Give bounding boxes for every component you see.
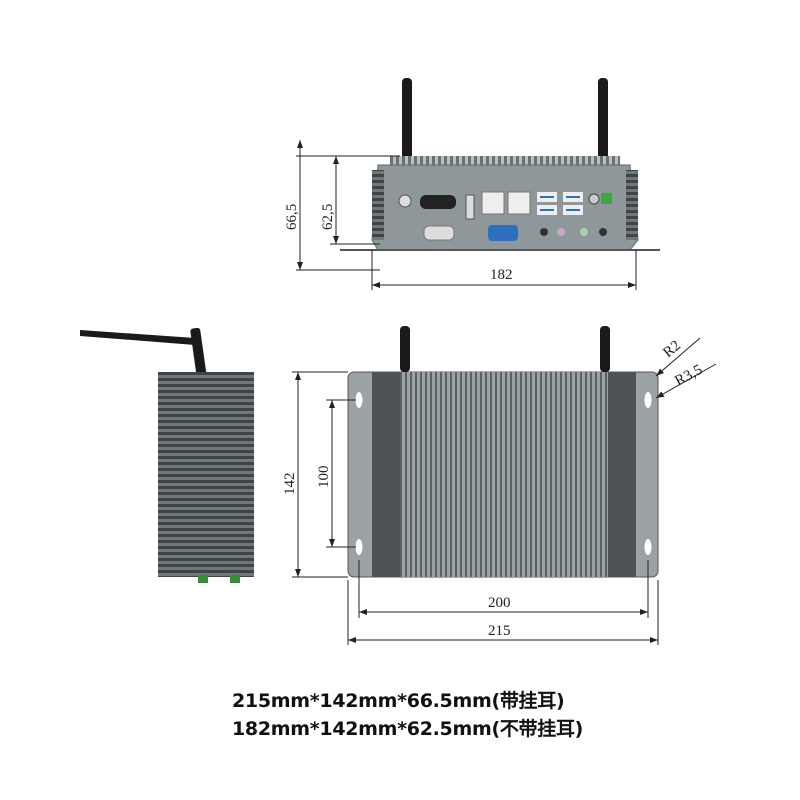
antenna-folded: [80, 330, 195, 345]
usb-port: [540, 196, 554, 198]
antenna-left: [400, 326, 410, 372]
svg-text:62,5: 62,5: [320, 204, 336, 230]
svg-text:142: 142: [282, 473, 298, 496]
caption-with-ears: 215mm*142mm*66.5mm(带挂耳): [232, 690, 565, 712]
front-view: [340, 78, 660, 251]
svg-text:66,5: 66,5: [284, 204, 300, 230]
mount-hole: [355, 392, 363, 408]
svg-text:R3,5: R3,5: [672, 362, 705, 390]
lan-port-2: [507, 191, 531, 215]
serial-port-com: [420, 195, 456, 209]
svg-text:182: 182: [490, 267, 513, 283]
antenna-right: [598, 78, 608, 170]
antenna-right: [600, 326, 610, 372]
mount-hole: [355, 539, 363, 555]
top-dimensions: 142 100 200 215 R2 R3,5: [282, 338, 717, 645]
usb-port: [540, 209, 554, 211]
vga-port: [488, 225, 518, 241]
svg-text:R2: R2: [660, 338, 684, 362]
dc-power-connector: [601, 193, 612, 204]
usb-port: [566, 209, 580, 211]
side-view: [80, 327, 254, 583]
power-button-icon: [398, 194, 412, 208]
audio-jack: [599, 228, 607, 236]
lan-port-1: [481, 191, 505, 215]
mount-hole: [644, 392, 652, 408]
audio-jack: [540, 228, 548, 236]
caption-without-ears: 182mm*142mm*62.5mm(不带挂耳): [232, 718, 584, 740]
svg-text:215: 215: [488, 623, 511, 639]
power-icon: [588, 193, 600, 205]
line-out-jack: [580, 228, 588, 236]
antenna-left: [402, 78, 412, 170]
serial-port-com2: [423, 225, 455, 241]
front-dimensions: 66,5 62,5 182: [284, 140, 637, 290]
side-fins: [158, 372, 254, 577]
mount-hole: [644, 539, 652, 555]
mic-jack: [557, 228, 565, 236]
hdmi-port: [465, 194, 475, 220]
svg-text:200: 200: [488, 595, 511, 611]
top-view: [347, 326, 659, 578]
usb-port: [566, 196, 580, 198]
svg-text:100: 100: [316, 466, 332, 489]
